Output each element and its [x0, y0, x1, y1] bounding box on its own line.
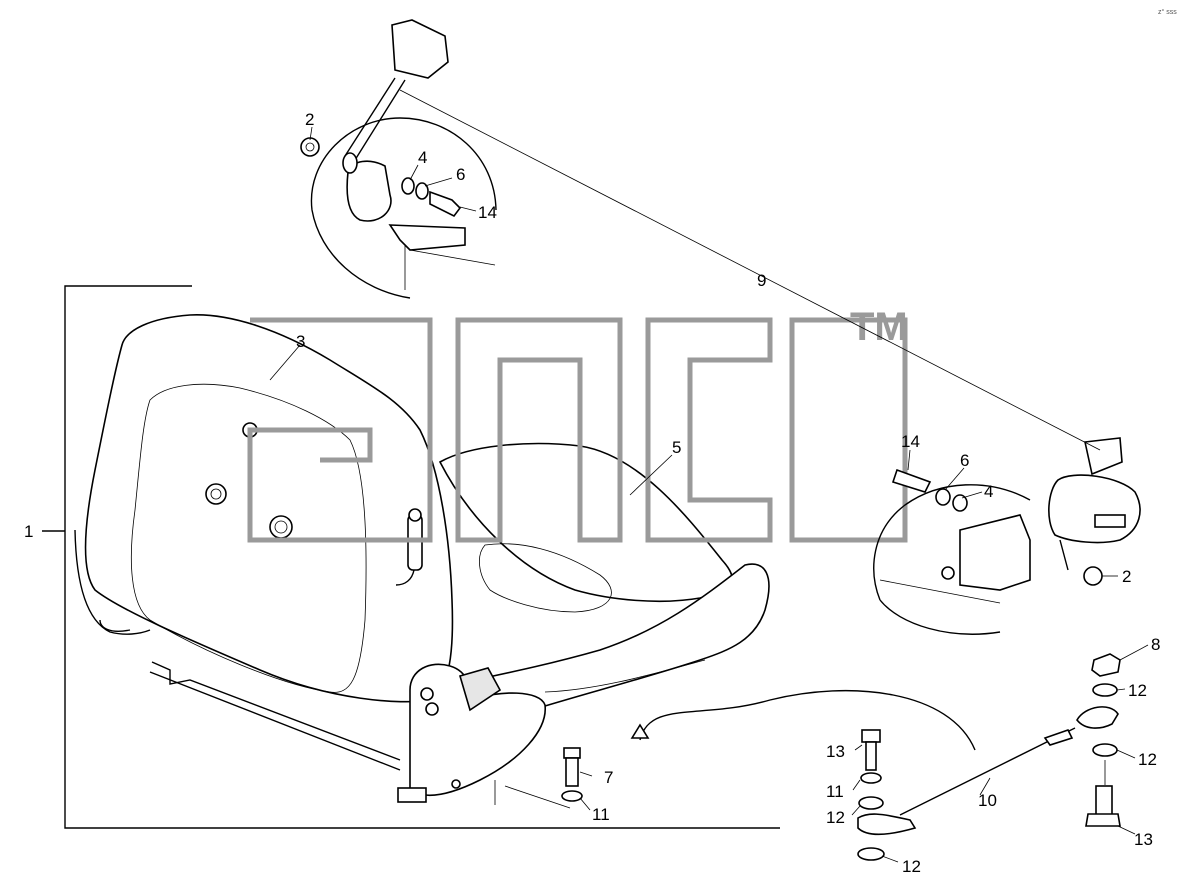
callout-2-right: 2 [1122, 567, 1131, 586]
tether-cable [630, 689, 1119, 836]
callout-13-center: 13 [826, 742, 845, 761]
center-fastener-stack [857, 729, 885, 861]
seat-frame [149, 661, 546, 803]
right-fasteners [891, 468, 968, 512]
callout-7: 7 [604, 768, 613, 787]
leader-lines [269, 126, 1149, 863]
callout-11-center: 11 [826, 782, 844, 801]
watermark-logo: TM [247, 305, 908, 543]
callout-4-top: 4 [418, 148, 427, 167]
bottom-left-fasteners [494, 747, 583, 809]
callout-3: 3 [296, 332, 305, 351]
callout-labels: 1 2 2 3 4 4 5 6 6 7 8 9 10 11 11 12 12 1… [24, 110, 1160, 876]
callout-12-center-mid: 12 [826, 808, 845, 827]
detail-circle-right [873, 484, 1031, 635]
callout-14-top: 14 [478, 203, 497, 222]
top-fasteners [300, 137, 462, 218]
seat-belt-retractor [1048, 437, 1141, 586]
callout-11-left: 11 [592, 805, 610, 824]
detail-circle-left [310, 117, 497, 299]
callout-1: 1 [24, 522, 33, 541]
corner-code: z° sss [1158, 8, 1177, 16]
callout-6-top: 6 [456, 165, 465, 184]
callout-4-right: 4 [984, 482, 993, 501]
belt-strap-line [399, 89, 1101, 451]
callout-8: 8 [1151, 635, 1160, 654]
callout-12-center-bottom: 12 [902, 857, 921, 876]
callout-12-right-mid: 12 [1138, 750, 1157, 769]
callout-9: 9 [757, 271, 766, 290]
callout-2-top: 2 [305, 110, 314, 129]
callout-14-right: 14 [901, 432, 920, 451]
seat-backrest [74, 314, 454, 703]
callout-10: 10 [978, 791, 997, 810]
assembly-bracket [42, 285, 780, 829]
callout-5: 5 [672, 438, 681, 457]
seat-belt-buckle [342, 19, 449, 174]
right-fastener-stack [1085, 653, 1121, 827]
callout-13-right: 13 [1134, 830, 1153, 849]
trademark-text: TM [850, 305, 908, 349]
callout-12-right-top: 12 [1128, 681, 1147, 700]
callout-6-right: 6 [960, 451, 969, 470]
